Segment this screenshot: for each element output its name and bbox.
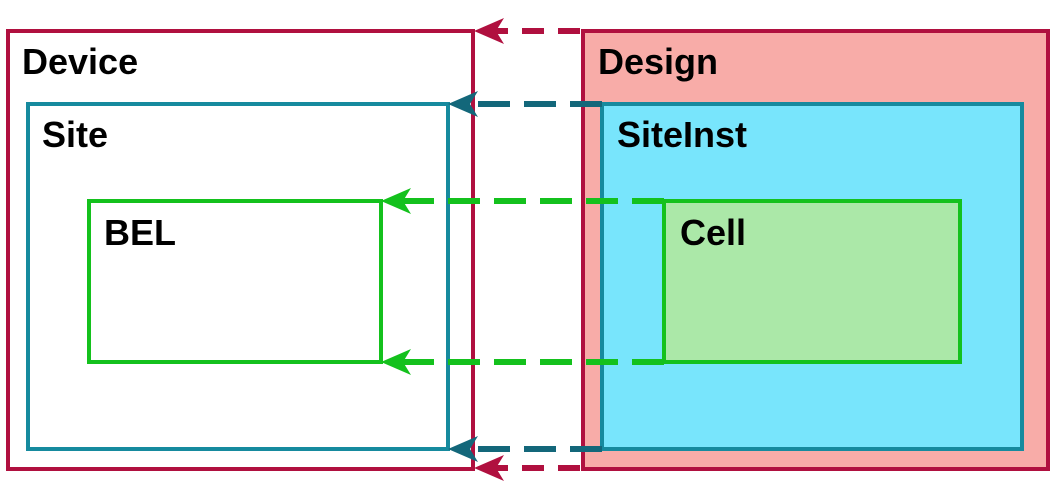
- arrow-design-to-device-top: [474, 18, 580, 44]
- device-box: [6, 29, 475, 471]
- bel-label: BEL: [104, 212, 176, 253]
- device-label: Device: [22, 41, 138, 82]
- design-label: Design: [598, 41, 718, 82]
- site-label: Site: [42, 114, 108, 155]
- arrow-siteinst-to-site-top: [448, 91, 602, 117]
- arrow-cell-to-bel-top: [381, 188, 664, 214]
- siteinst-label: SiteInst: [617, 114, 747, 155]
- cell-label: Cell: [680, 212, 746, 253]
- arrow-cell-to-bel-bottom: [381, 349, 664, 375]
- site-box: [26, 102, 450, 451]
- arrow-design-to-device-bottom: [474, 455, 580, 481]
- bel-box: [87, 199, 383, 364]
- arrow-siteinst-to-site-bottom: [448, 436, 602, 462]
- cell-box: [662, 199, 962, 364]
